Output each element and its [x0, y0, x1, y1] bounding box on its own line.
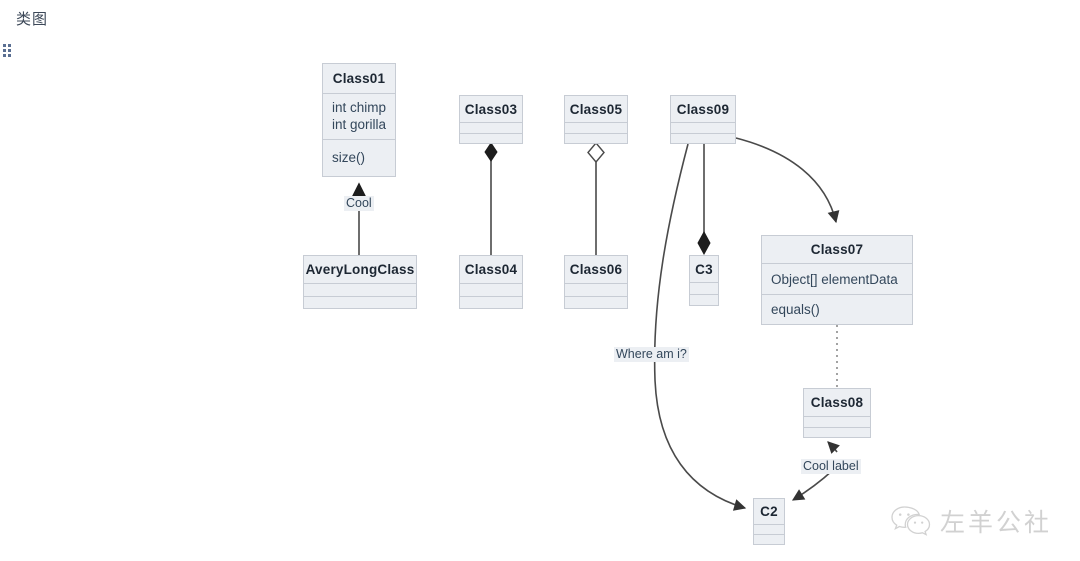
uml-compartment-methods: [804, 426, 870, 438]
uml-class-name: C3: [695, 261, 713, 277]
uml-class-class09[interactable]: Class09: [670, 95, 736, 144]
uml-compartment-methods: equals(): [762, 293, 912, 324]
uml-compartment-attributes: [690, 282, 718, 293]
edge-aggregation-class05-class06[interactable]: [587, 141, 605, 255]
uml-methods-row: size(): [332, 150, 365, 166]
uml-compartment-title: Class04: [460, 256, 522, 283]
uml-compartment-title: Class09: [671, 96, 735, 122]
uml-compartment-attributes: [671, 122, 735, 132]
uml-compartment-title: Class01: [323, 64, 395, 93]
uml-class-averylongclass[interactable]: AveryLongClass: [303, 255, 417, 309]
uml-compartment-methods: [754, 534, 784, 544]
edge-label-cool-label[interactable]: Cool label: [801, 459, 861, 474]
edge-label-cool[interactable]: Cool: [344, 196, 374, 211]
uml-compartment-methods: [460, 132, 522, 143]
uml-class-name: Class09: [676, 101, 730, 117]
uml-class-class04[interactable]: Class04: [459, 255, 523, 309]
uml-compartment-title: Class05: [565, 96, 627, 122]
grid-dots-icon[interactable]: [3, 44, 13, 58]
uml-compartment-title: Class07: [762, 236, 912, 263]
uml-class-c3[interactable]: C3: [689, 255, 719, 306]
uml-class-class05[interactable]: Class05: [564, 95, 628, 144]
filled-diamond-icon: [697, 230, 711, 256]
uml-class-name: Class08: [810, 395, 864, 410]
dot: [8, 49, 11, 52]
uml-class-name: Class01: [332, 70, 386, 86]
uml-class-name: Class06: [569, 262, 623, 278]
uml-compartment-title: C3: [690, 256, 718, 282]
uml-compartment-attributes: Object[] elementData: [762, 263, 912, 293]
uml-compartment-attributes: [460, 122, 522, 132]
edge-composition-class09-c3[interactable]: [697, 144, 711, 256]
filled-diamond-icon: [484, 142, 498, 162]
uml-compartment-title: Class08: [804, 389, 870, 416]
uml-compartment-title: Class06: [565, 256, 627, 283]
uml-compartment-attributes: [754, 524, 784, 534]
uml-attributes-row: int gorilla: [332, 117, 387, 133]
uml-class-class08[interactable]: Class08: [803, 388, 871, 438]
uml-class-name: Class05: [569, 101, 623, 117]
dot: [8, 54, 11, 57]
uml-compartment-attributes: [804, 416, 870, 427]
uml-compartment-methods: [671, 132, 735, 143]
uml-class-name: AveryLongClass: [305, 262, 415, 278]
uml-compartment-attributes: [460, 283, 522, 295]
edge-association-class09-class07[interactable]: [735, 137, 840, 224]
uml-compartment-title: Class03: [460, 96, 522, 122]
uml-class-class06[interactable]: Class06: [564, 255, 628, 309]
uml-class-class03[interactable]: Class03: [459, 95, 523, 144]
uml-compartment-title: AveryLongClass: [304, 256, 416, 283]
uml-attributes-row: Object[] elementData: [771, 271, 898, 287]
hollow-diamond-icon: [587, 141, 605, 164]
uml-class-name: Class03: [464, 101, 518, 117]
uml-compartment-methods: size(): [323, 138, 395, 176]
dot: [3, 49, 6, 52]
uml-class-name: C2: [760, 504, 778, 519]
dot: [3, 54, 6, 57]
edge-composition-class03-class04[interactable]: [484, 142, 498, 255]
edge-association-class09-c2[interactable]: [653, 143, 747, 511]
dot: [8, 44, 11, 47]
uml-class-name: Class04: [464, 262, 518, 278]
uml-compartment-attributes: [565, 122, 627, 132]
uml-compartment-attributes: [565, 283, 627, 295]
uml-compartment-title: C2: [754, 499, 784, 524]
uml-class-name: Class07: [810, 242, 864, 258]
uml-compartment-methods: [565, 132, 627, 143]
uml-attributes-row: int chimp: [332, 100, 387, 116]
uml-compartment-attributes: [304, 283, 416, 295]
uml-class-c2[interactable]: C2: [753, 498, 785, 545]
page-title: 类图: [16, 11, 49, 28]
uml-methods-row: equals(): [771, 301, 820, 317]
uml-compartment-methods: [565, 295, 627, 308]
edge-label-where[interactable]: Where am i?: [614, 347, 689, 362]
dot: [3, 44, 6, 47]
uml-compartment-methods: [690, 293, 718, 305]
uml-compartment-methods: [460, 295, 522, 308]
uml-compartment-methods: [304, 295, 416, 308]
